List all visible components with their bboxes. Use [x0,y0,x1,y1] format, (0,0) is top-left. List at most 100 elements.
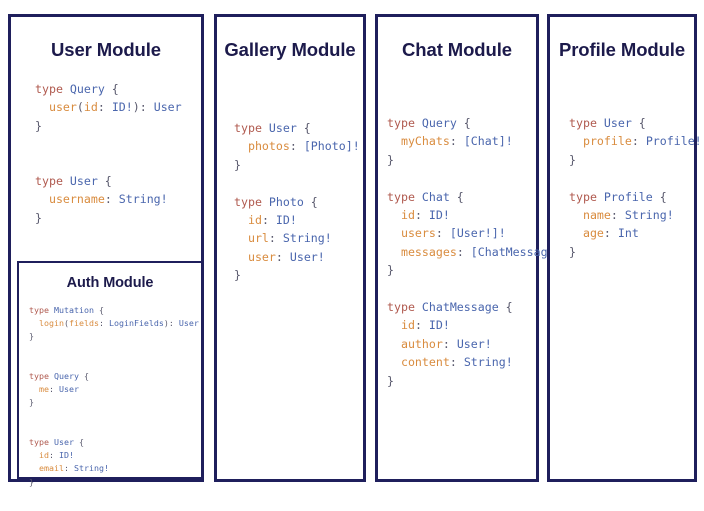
code-line: type User { [569,114,694,132]
code-line: type Mutation { [29,304,201,317]
code-line: id: ID! [29,449,201,462]
code-token: ID! [59,450,74,461]
code-token: { [73,437,84,447]
code-line: id: ID! [387,206,536,224]
code-token: type [234,194,269,209]
code-token: } [35,118,42,133]
module-panel-chat[interactable]: Chat Module type Query { myChats: [Chat]… [375,14,569,482]
code-token: : [49,450,59,461]
code-line: } [234,156,363,174]
code-line: content: String! [387,353,536,371]
code-token: User [69,174,98,189]
code-token: fields [68,318,99,329]
code-line: type User { [234,119,363,137]
code-token: { [93,305,104,315]
code-line: } [387,261,536,279]
code-token: ): [132,100,154,115]
module-panel-auth[interactable]: Auth Module type Mutation { login(fields… [17,261,203,487]
code-token: Photo [268,194,304,209]
code-token [569,134,583,148]
code-token: } [29,476,34,487]
code-token: [User!]! [449,226,506,241]
code-token: ( [63,318,69,329]
code-block: type Mutation { login(fields: LoginField… [29,304,201,344]
code-line: users: [User!]! [387,224,536,242]
module-panel-profile[interactable]: Profile Module type User { profile: Prof… [547,14,702,482]
code-token: } [234,268,241,283]
module-code-chat: type Query { myChats: [Chat]!}type Chat … [387,114,569,390]
code-token: String! [282,231,332,246]
code-token: } [387,373,394,388]
code-token [234,213,248,227]
code-token [234,231,248,245]
code-token: [Chat]! [463,134,513,149]
code-token: : [261,213,276,228]
code-line: type Query { [29,370,201,383]
code-token [387,134,401,148]
code-token: String! [463,355,513,370]
code-token [29,463,39,473]
code-line: } [569,151,694,169]
code-token: type [569,116,604,130]
code-token: type [387,116,422,130]
code-token: User [268,121,297,135]
code-token: [Photo]! [303,139,360,154]
code-token: ID! [111,100,133,115]
code-line: type Profile { [569,188,694,206]
code-line [29,423,201,436]
code-token: : [603,226,618,241]
code-block: type ChatMessage { id: ID! author: User!… [387,298,536,390]
code-token: User [178,318,199,329]
code-token: } [569,152,576,167]
code-token: { [498,300,513,315]
code-block: type User { username: String!} [35,172,201,227]
code-line: } [569,243,694,261]
module-title-auth: Auth Module [66,275,154,291]
code-token: Query [69,82,105,96]
code-block: type Query { user(id: ID!): User} [35,80,201,135]
code-token: } [387,152,394,167]
code-token [387,226,401,240]
code-token: : [435,226,450,241]
code-token: : [98,318,109,329]
code-line: user(id: ID!): User [35,98,201,116]
code-token: { [303,194,318,209]
code-token [569,226,583,240]
code-token: : [449,134,464,149]
code-token: name [582,208,611,223]
code-token: myChats [400,134,450,149]
code-line: type User { [35,172,201,190]
code-token: : [268,231,283,246]
code-token: age [582,226,604,241]
code-token [35,192,49,206]
code-line: user: User! [234,248,363,266]
code-line: } [35,209,201,227]
module-panel-gallery[interactable]: Gallery Module type User { photos: [Phot… [214,14,366,482]
code-block: type Chat { id: ID! users: [User!]! mess… [387,188,569,280]
code-line: } [29,330,201,343]
module-title-chat: Chat Module [402,39,512,60]
module-title-gallery: Gallery Module [224,39,356,60]
code-token: type [234,121,269,135]
code-token: User! [456,336,492,351]
module-code-profile: type User { profile: Profile!}type Profi… [569,114,702,261]
code-block: type User { id: ID! email: String!} [29,423,201,489]
code-token: id [39,450,49,461]
module-panel-user[interactable]: User Module type Query { user(id: ID!): … [8,14,204,487]
code-token: { [456,116,471,130]
code-line: login(fields: LoginFields): User [29,317,201,330]
code-line: } [234,266,363,284]
code-line: url: String! [234,229,363,247]
code-token: Profile [603,189,653,204]
code-token: : [97,100,112,115]
code-line: type Chat { [387,188,536,206]
code-token: String! [118,192,168,207]
code-line: } [387,372,536,390]
code-line [29,357,201,370]
code-line: } [29,476,201,489]
code-token: : [456,244,471,259]
code-token: Chat [421,189,450,204]
code-block: type Photo { id: ID! url: String! user: … [234,193,363,285]
code-line: username: String! [35,190,201,208]
